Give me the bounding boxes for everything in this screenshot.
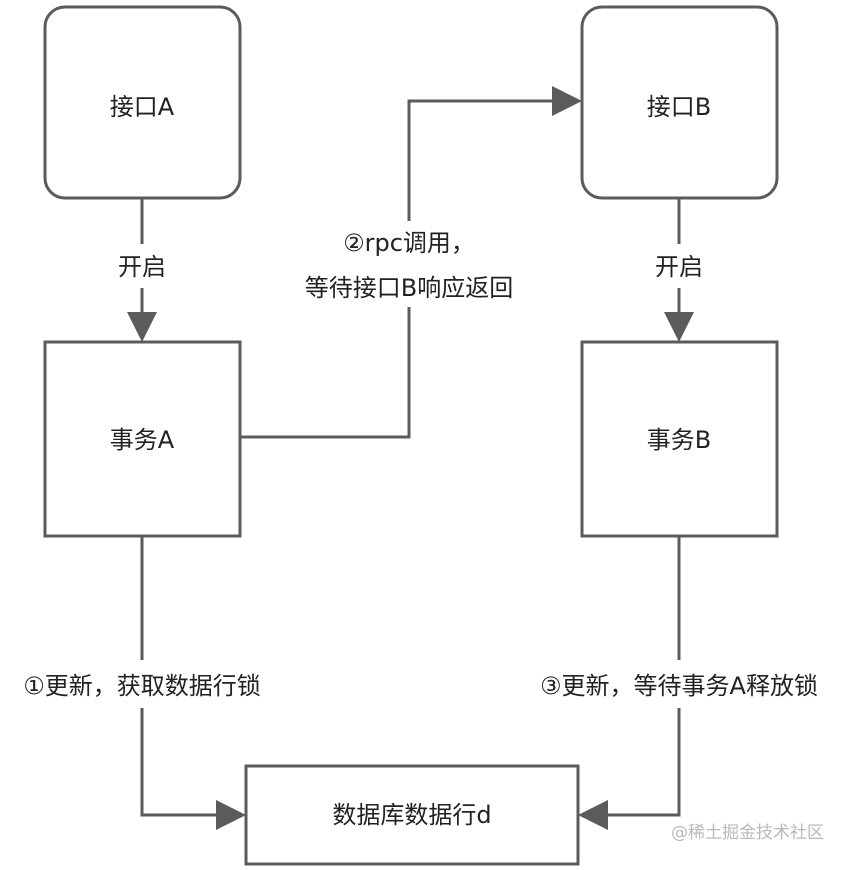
- watermark-text: @稀土掘金技术社区: [671, 823, 824, 843]
- open-a-label-bg: [106, 244, 178, 288]
- open-b-label-bg: [643, 244, 715, 288]
- update-a-label: ①更新，获取数据行锁: [23, 672, 261, 700]
- open-a-label: 开启: [118, 253, 166, 281]
- transaction-b-label: 事务B: [647, 426, 711, 454]
- update-b-label-bg: [515, 660, 846, 708]
- edge-transaction-b-to-database-row: [578, 536, 681, 830]
- update-a-label-bg: [0, 660, 286, 708]
- rpc-label-bg: [283, 221, 535, 307]
- update-b-label: ③更新，等待事务A释放锁: [540, 672, 818, 700]
- transaction-a-label: 事务A: [110, 426, 175, 454]
- transaction-b-box: [580, 340, 779, 538]
- interface-a-label: 接口A: [110, 93, 175, 121]
- interface-b-label: 接口B: [647, 93, 711, 121]
- rpc-label-line-1: ②rpc调用，: [343, 229, 475, 257]
- database-row-label: 数据库数据行d: [332, 801, 491, 829]
- edge-transaction-a-to-database-row: [140, 536, 246, 830]
- rpc-label-line-2: 等待接口B响应返回: [305, 274, 513, 302]
- open-b-label: 开启: [655, 253, 703, 281]
